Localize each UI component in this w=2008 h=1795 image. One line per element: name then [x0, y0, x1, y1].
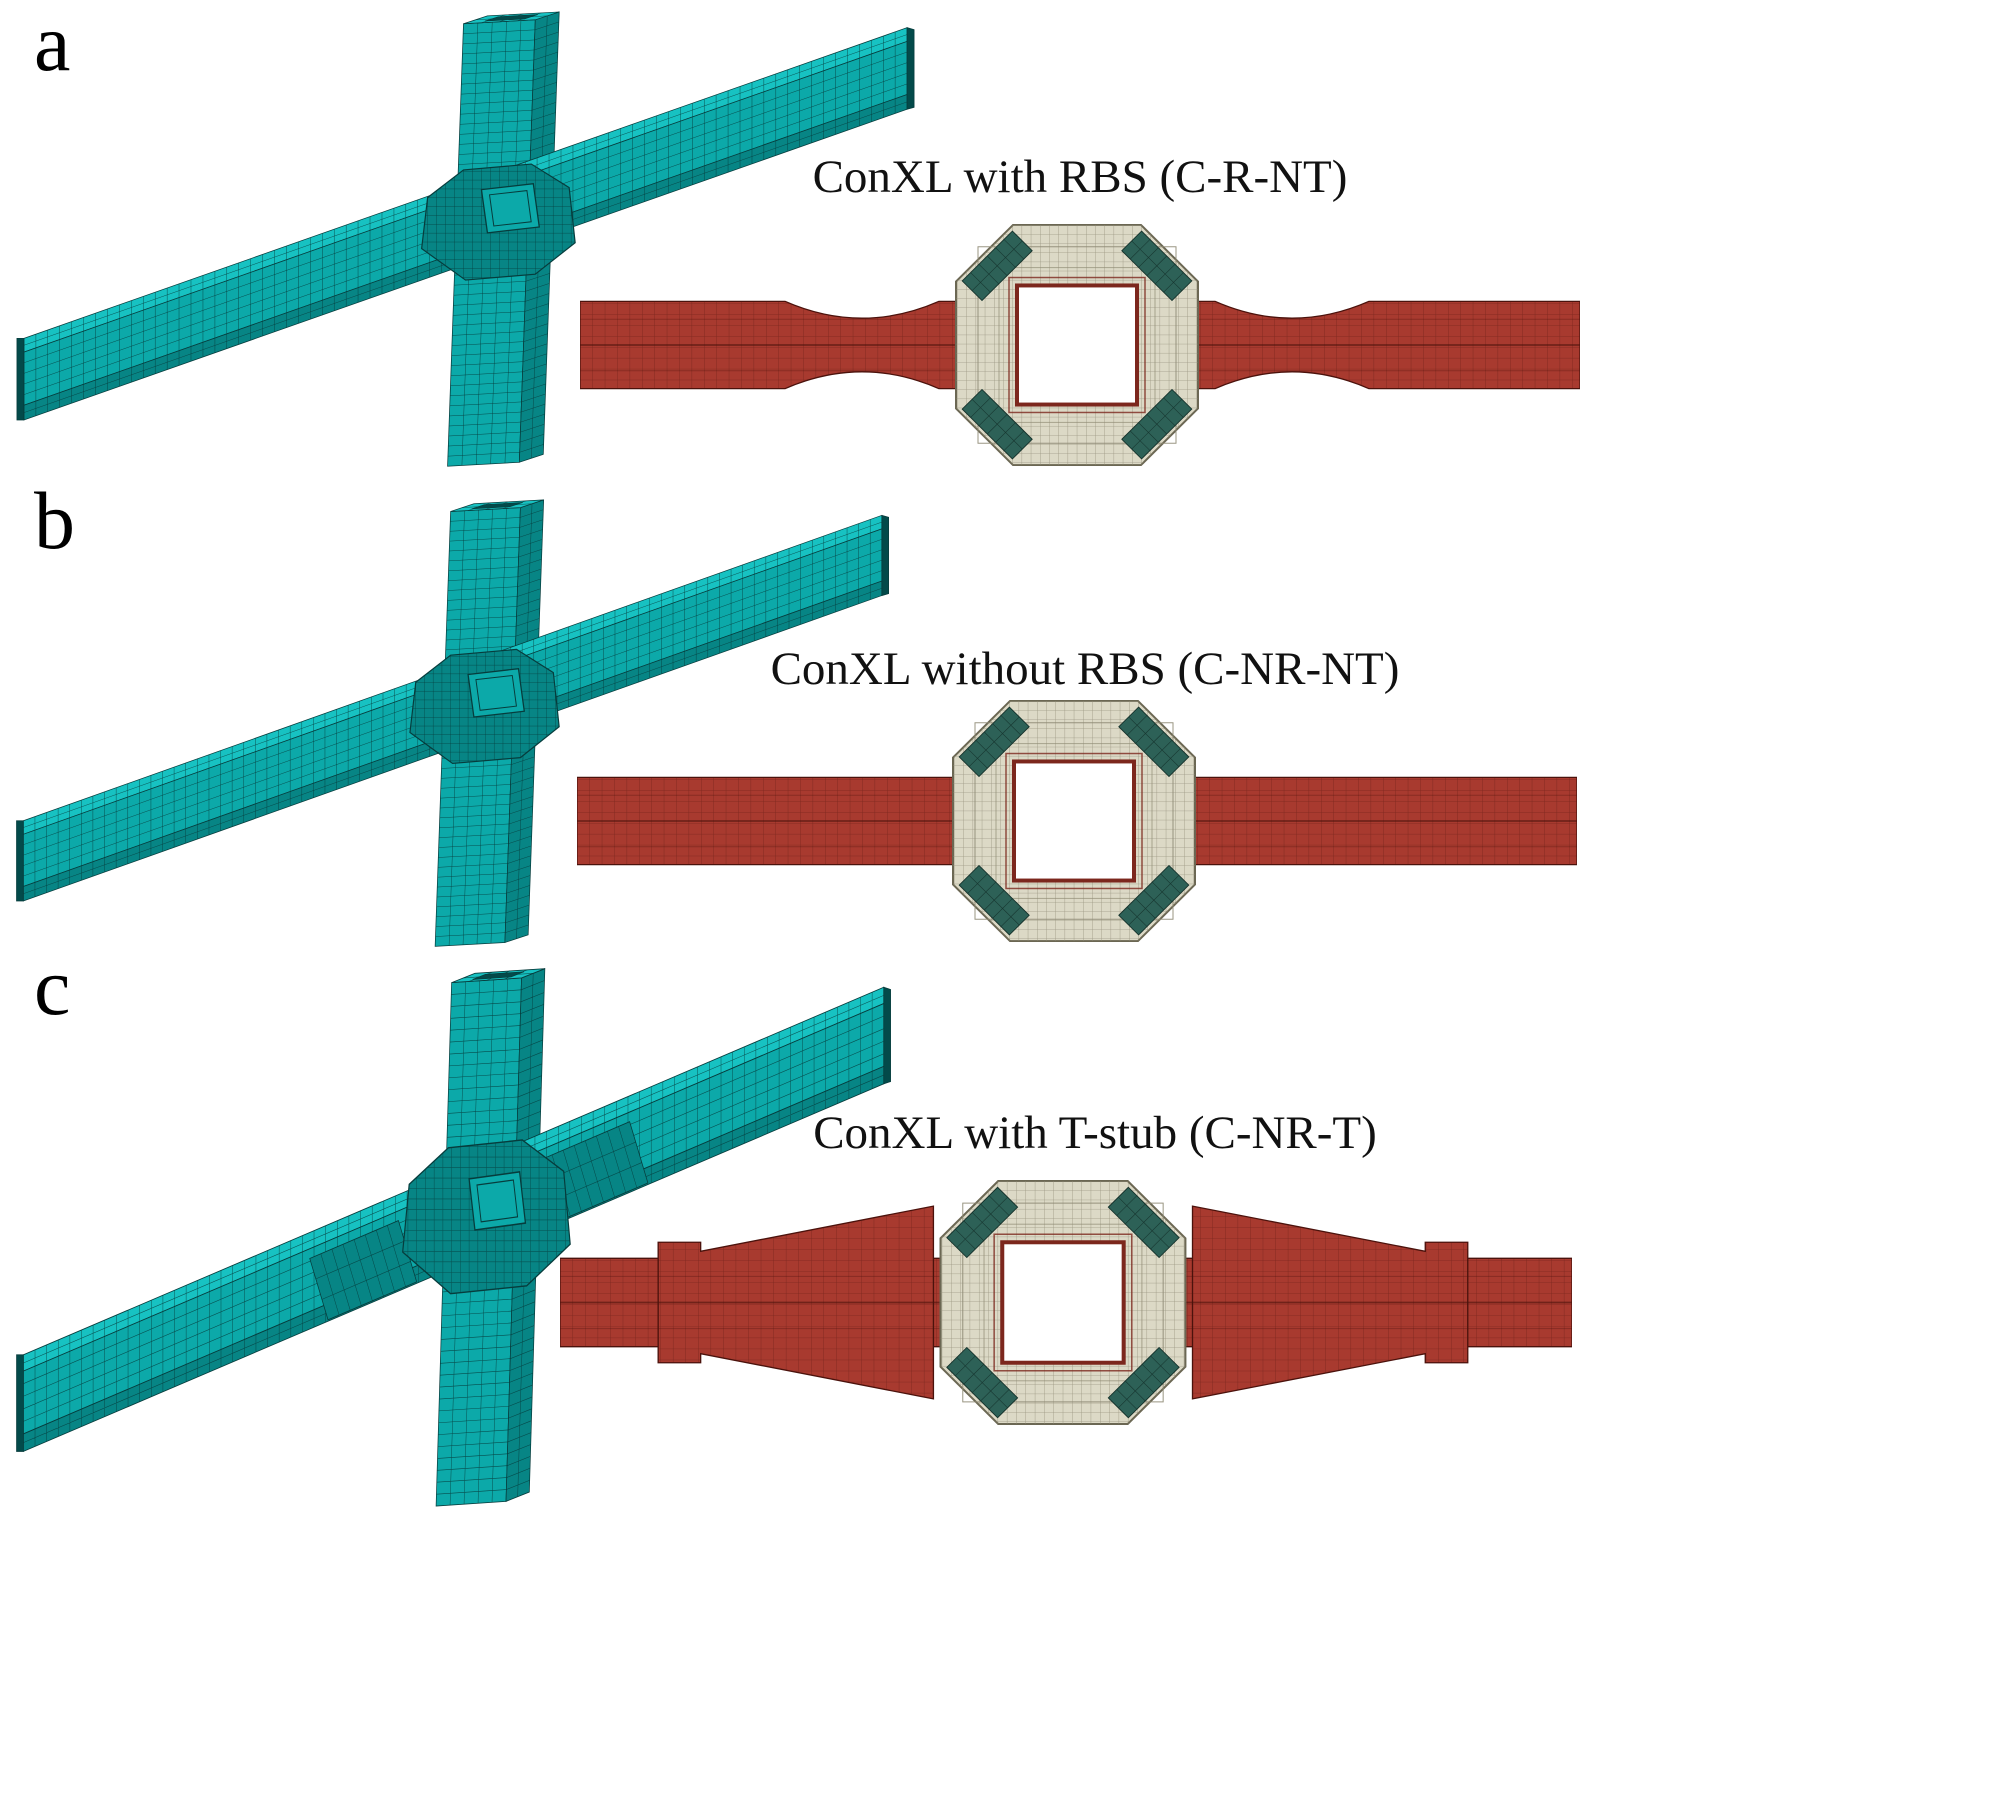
fem-top-view-b [577, 699, 1577, 943]
model-caption-b: ConXL without RBS (C-NR-NT) [770, 643, 1400, 695]
panel-letter-c: c [34, 941, 71, 1032]
model-caption-a: ConXL with RBS (C-R-NT) [812, 151, 1348, 203]
fem-3d-mesh-c [16, 968, 891, 1507]
fem-top-view-a [580, 223, 1580, 467]
panel-letter-b: b [34, 475, 75, 566]
fem-top-view-c [560, 1180, 1572, 1425]
model-caption-c: ConXL with T-stub (C-NR-T) [813, 1107, 1377, 1159]
fem-3d-mesh-a [16, 11, 915, 467]
panel-letter-a: a [34, 0, 71, 88]
fem-3d-mesh-b [16, 499, 890, 947]
